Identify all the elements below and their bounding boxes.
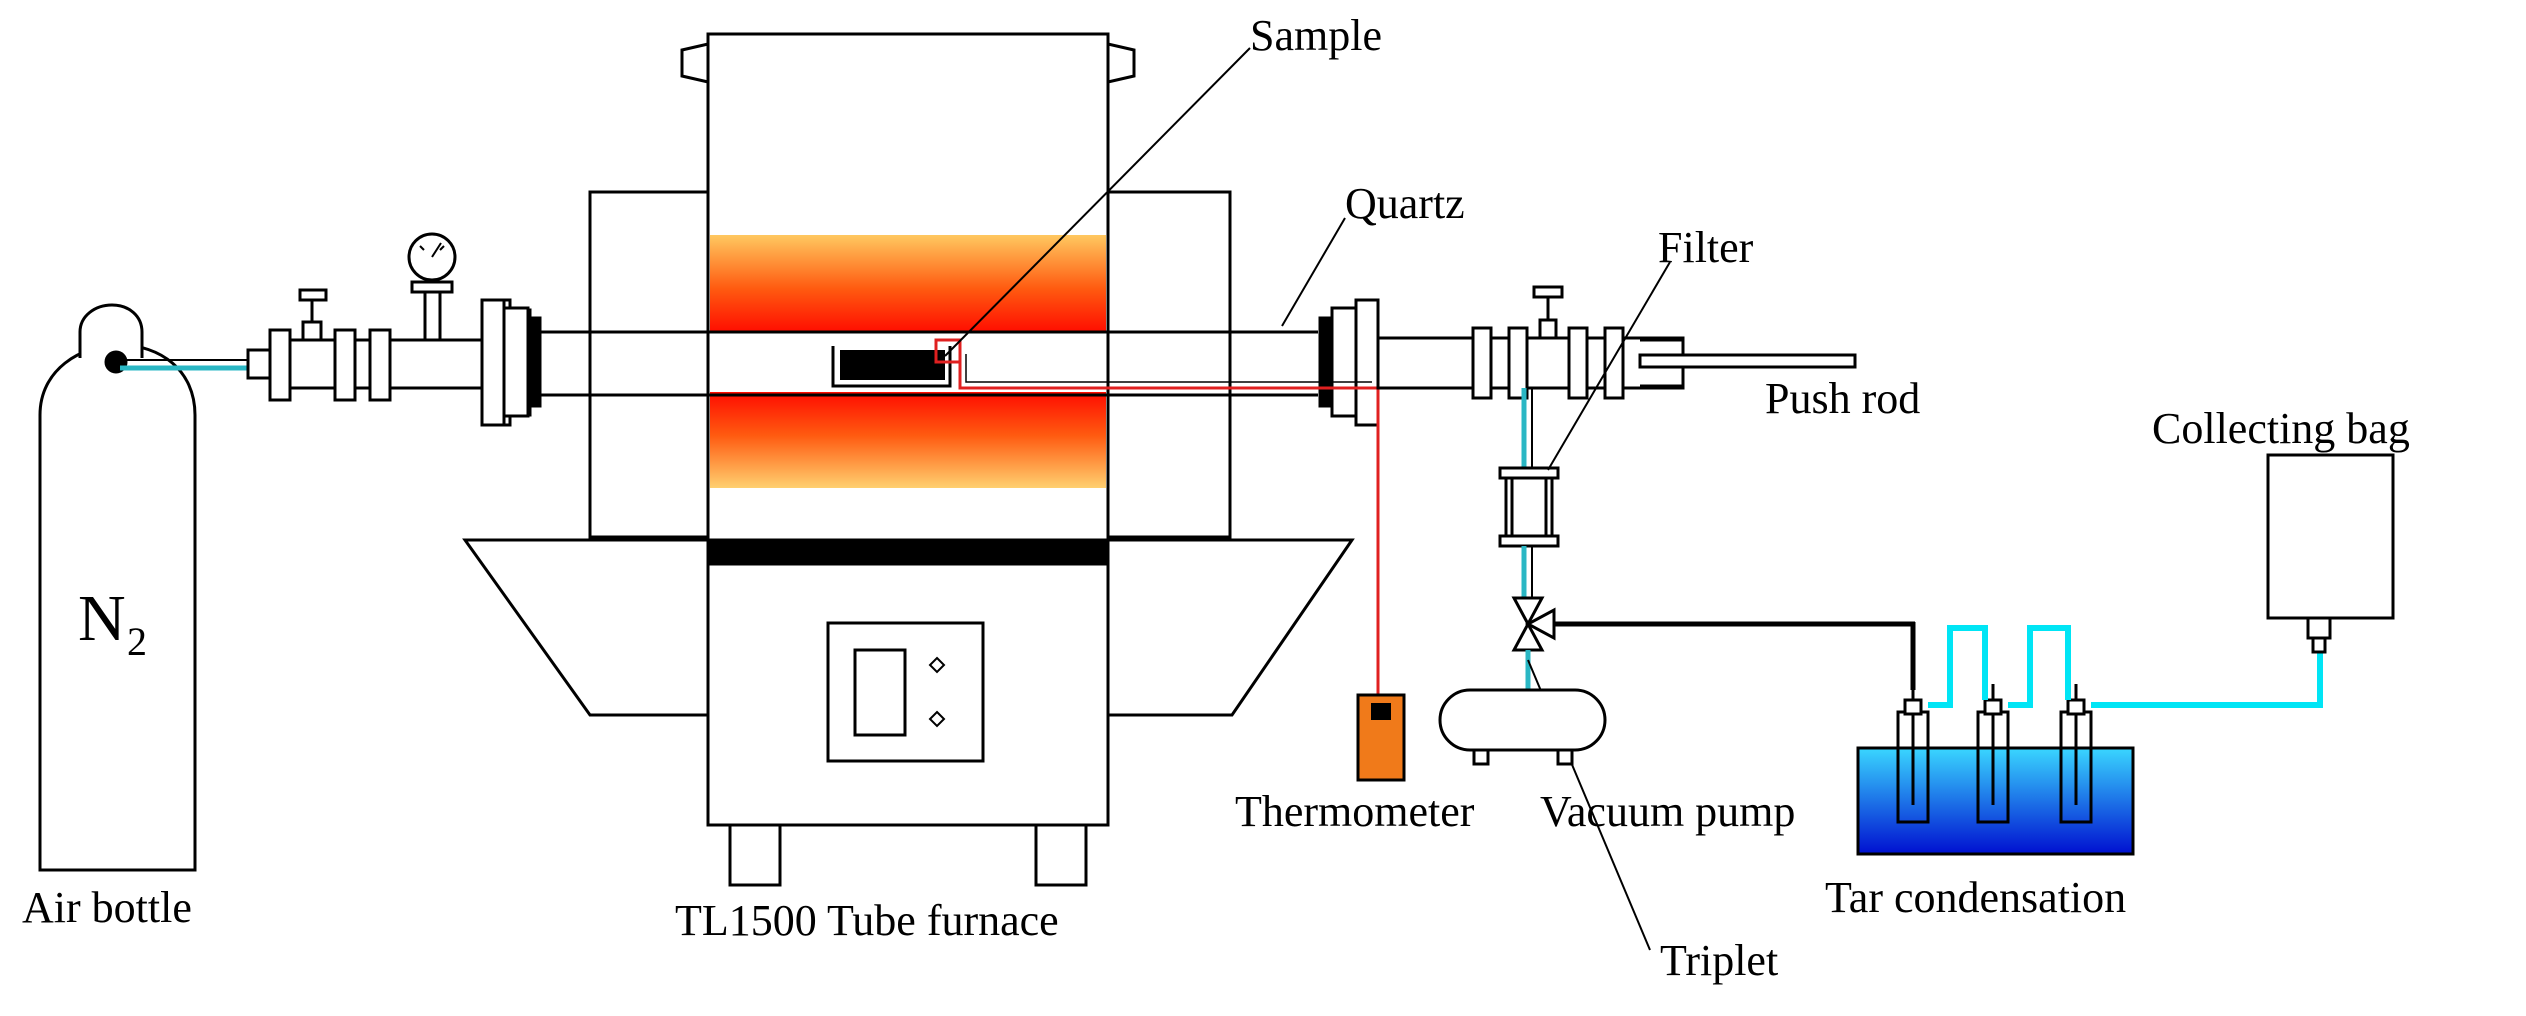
outlet-assembly (1376, 285, 1685, 400)
tar-condensation-label: Tar condensation (1825, 873, 2126, 922)
filter-to-triplet-line (1521, 546, 1533, 598)
thermocouple-wire (958, 350, 1380, 695)
gas-label: N (78, 582, 126, 655)
condensation-bath (1856, 746, 2135, 856)
push-rod-label: Push rod (1765, 374, 1920, 423)
sample-label: Sample (1250, 11, 1382, 60)
impinger-bottles (1896, 684, 2093, 824)
gas-subscript: 2 (127, 619, 147, 664)
quartz-leader (1281, 217, 1346, 327)
collecting-bag-label: Collecting bag (2152, 404, 2410, 453)
condensate-lines (1928, 625, 2323, 708)
quartz-tube (532, 330, 1318, 397)
left-flange (480, 298, 542, 427)
inlet-gas-line (120, 359, 250, 371)
sample-boat (831, 338, 962, 388)
furnace-label: TL1500 Tube furnace (675, 896, 1059, 945)
vacuum-pump (1438, 688, 1607, 766)
thermometer (1356, 693, 1406, 782)
upper-heating-zone (710, 235, 1106, 333)
triplet-valve (1511, 596, 1556, 652)
outlet-gas-line (1521, 388, 1533, 470)
collecting-bag (2266, 453, 2395, 654)
thermometer-label: Thermometer (1235, 787, 1475, 836)
gas-cylinder (38, 303, 197, 872)
filter-leader (1547, 261, 1671, 471)
sample-leader (944, 47, 1251, 357)
right-flange (1318, 298, 1380, 427)
triplet-label: Triplet (1660, 936, 1778, 985)
lower-heating-zone (710, 392, 1106, 488)
filter-label: Filter (1658, 223, 1754, 272)
push-rod (1638, 338, 1857, 388)
filter (1498, 466, 1560, 548)
air-bottle-label: Air bottle (22, 883, 192, 932)
quartz-label: Quartz (1345, 179, 1465, 228)
vacuum-pump-label: Vacuum pump (1540, 787, 1795, 836)
